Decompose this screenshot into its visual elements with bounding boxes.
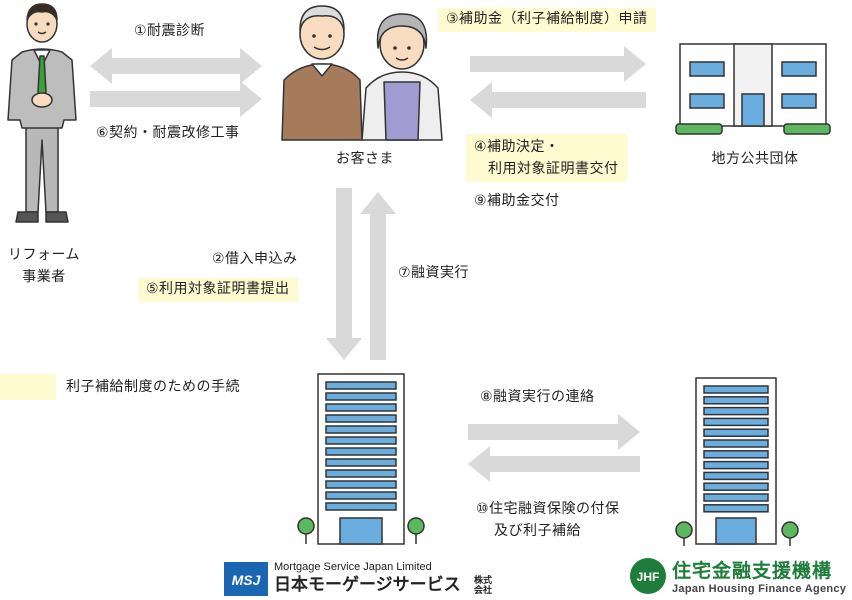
arrow-bidirectional-reform-customer: [90, 48, 262, 84]
arrow-reform-to-customer: [90, 81, 262, 117]
building-window-row: [325, 414, 397, 423]
building-window-row: [703, 385, 769, 394]
step-10-line-1: ⑩住宅融資保険の付保: [476, 501, 620, 517]
reform-worker-illustration: [7, 3, 77, 223]
legend-swatch: [0, 374, 56, 400]
step-5-certificate-submission: ⑤利用対象証明書提出: [138, 278, 298, 302]
arrow-jhf-to-msj: [468, 446, 640, 482]
building-window-row: [703, 439, 769, 448]
jhf-logo-mark-text: JHF: [637, 570, 660, 584]
building-window-row: [325, 381, 397, 390]
actor-reform-line-2: 事業者: [22, 269, 66, 285]
arrow-customer-to-msj: [326, 188, 362, 360]
building-window-row: [703, 406, 769, 416]
jhf-building-illustration: [675, 377, 799, 546]
arrow-customer-to-government: [470, 46, 646, 82]
building-window-row: [703, 417, 769, 427]
building-window-row: [325, 392, 397, 401]
building-window-row: [325, 480, 397, 489]
step-4-subsidy-decision: ④補助決定・ 利用対象証明書交付: [466, 134, 627, 182]
building-window-row: [325, 403, 397, 412]
building-window-row: [325, 436, 397, 445]
msj-logo-mark-text: MSJ: [232, 572, 262, 588]
government-building-illustration: [675, 43, 831, 135]
step-9-subsidy-payment: ⑨補助金交付: [474, 193, 560, 209]
building-window-row: [703, 471, 769, 481]
building-window-row: [703, 460, 769, 470]
building-window-row: [703, 428, 769, 437]
building-window-row: [703, 450, 769, 459]
step-10-insurance-subsidy: ⑩住宅融資保険の付保 及び利子補給: [476, 498, 620, 542]
arrow-msj-to-jhf: [468, 414, 640, 450]
step-3-subsidy-application: ③補助金（利子補給制度）申請: [438, 8, 656, 32]
legend-text: 利子補給制度のための手続: [66, 379, 240, 395]
arrow-government-to-customer: [470, 82, 646, 118]
building-window-row: [703, 482, 769, 491]
building-window-row: [703, 504, 769, 513]
building-window-row: [325, 502, 397, 511]
msj-logo-kabushiki: 株式 会社: [474, 576, 492, 596]
actor-customer: お客さま: [336, 151, 394, 167]
step-6-contract-renovation: ⑥契約・耐震改修工事: [96, 125, 240, 141]
msj-building-illustration: [297, 373, 425, 545]
step-8-execution-notice: ⑧融資実行の連絡: [480, 389, 595, 405]
building-window-row: [325, 425, 397, 434]
building-window-row: [703, 396, 769, 405]
jhf-logo-japanese: 住宅金融支援機構: [672, 560, 833, 582]
building-window-row: [325, 469, 397, 478]
step-2-loan-application: ②借入申込み: [212, 251, 298, 267]
jhf-logo-mark: JHF: [630, 558, 666, 594]
building-window-row: [703, 493, 769, 502]
actor-reform-company: リフォーム 事業者: [4, 244, 84, 288]
msj-kabu-line-1: 株式: [474, 576, 493, 586]
customer-couple-illustration: [281, 5, 443, 141]
msj-kabu-line-2: 会社: [474, 586, 493, 596]
arrow-msj-to-customer: [360, 192, 396, 360]
msj-logo-english: Mortgage Service Japan Limited: [274, 561, 432, 573]
msj-logo-mark: MSJ: [224, 562, 268, 596]
step-7-loan-execution: ⑦融資実行: [398, 265, 470, 281]
msj-logo-japanese: 日本モーゲージサービス: [274, 575, 461, 595]
step-1-seismic-diagnosis: ①耐震診断: [134, 23, 206, 39]
building-window-row: [325, 458, 397, 467]
step-10-line-2: 及び利子補給: [494, 523, 581, 539]
jhf-logo-english: Japan Housing Finance Agency: [672, 583, 847, 595]
building-window-row: [325, 491, 397, 500]
actor-government: 地方公共団体: [711, 151, 799, 167]
step-4-line-2: 利用対象証明書交付: [488, 161, 619, 177]
step-4-line-1: ④補助決定・: [474, 139, 560, 155]
building-window-row: [325, 447, 397, 456]
actor-reform-line-1: リフォーム: [7, 247, 81, 263]
